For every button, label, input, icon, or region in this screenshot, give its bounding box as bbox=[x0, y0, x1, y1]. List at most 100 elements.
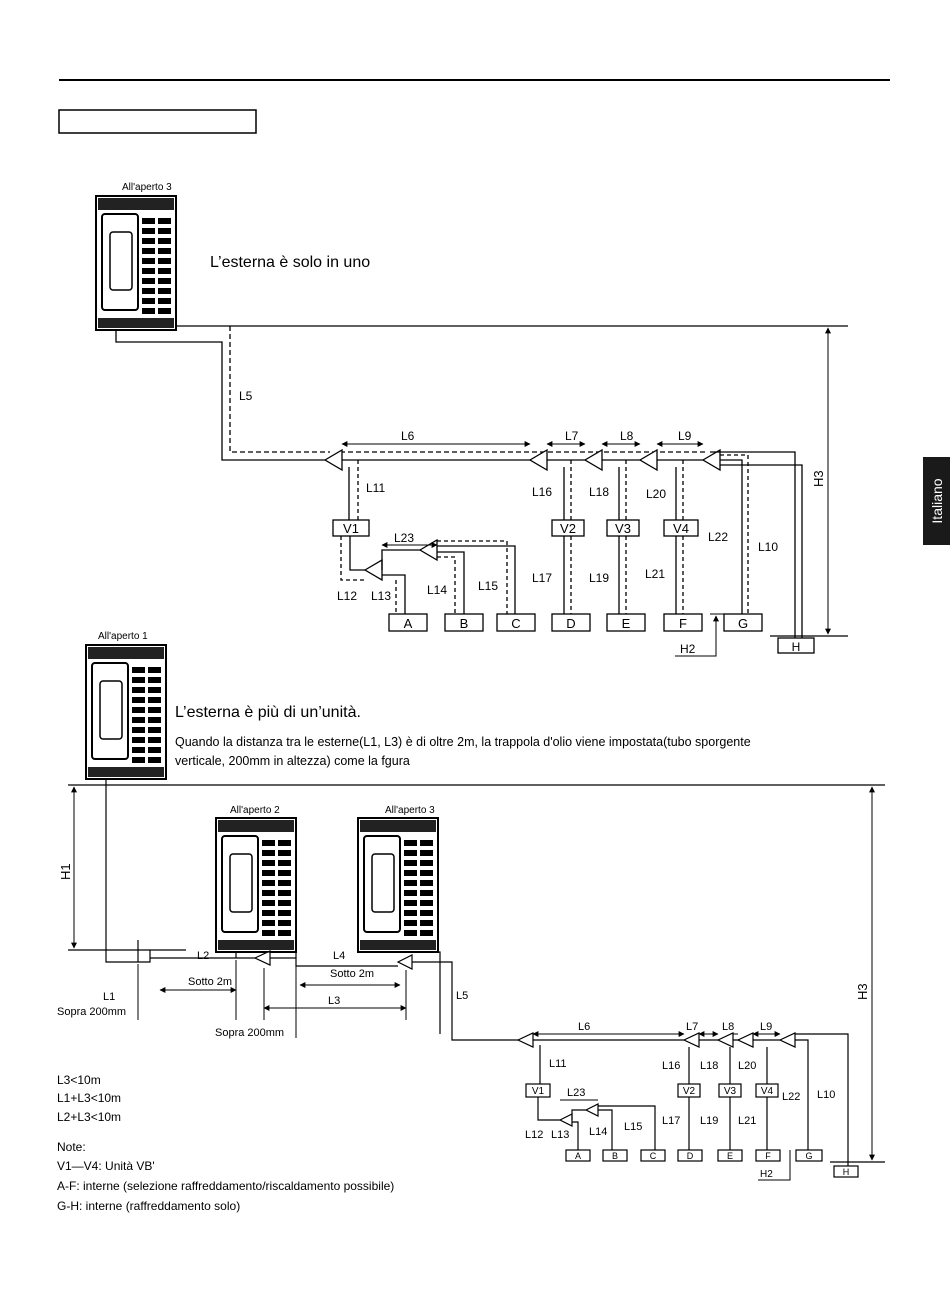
pipe-label-l15: L15 bbox=[624, 1121, 642, 1133]
indoor-label: E bbox=[622, 616, 631, 631]
vb-label: V4 bbox=[673, 521, 689, 536]
pipe-label-l23: L23 bbox=[394, 531, 414, 545]
indoor-label: E bbox=[727, 1151, 733, 1161]
pipe-label-l9: L9 bbox=[678, 429, 692, 443]
indoor-label: H bbox=[843, 1167, 850, 1177]
diagram2-note-line1: Quando la distanza tra le esterne(L1, L3… bbox=[175, 735, 751, 749]
pipe-label-l13: L13 bbox=[551, 1129, 569, 1141]
diagram1-caption: L’esterna è solo in uno bbox=[210, 254, 370, 271]
vb-box bbox=[663, 519, 699, 537]
vb-label: V3 bbox=[724, 1086, 737, 1097]
pipe-label-l8: L8 bbox=[722, 1021, 734, 1033]
pipe-label-l7: L7 bbox=[565, 429, 579, 443]
vb-box bbox=[606, 519, 640, 537]
outdoor-unit-1-label: All'aperto 1 bbox=[98, 631, 148, 642]
pipe-label-l19: L19 bbox=[700, 1115, 718, 1127]
indoor-label: D bbox=[687, 1151, 694, 1161]
vb-label: V4 bbox=[761, 1086, 774, 1097]
main-pipe bbox=[115, 330, 325, 461]
indoor-label: A bbox=[575, 1151, 581, 1161]
vb-label: V3 bbox=[615, 521, 631, 536]
pipe-label-l11: L11 bbox=[366, 481, 385, 495]
sotto-2m-1: Sotto 2m bbox=[188, 976, 232, 988]
outdoor-unit-2 bbox=[215, 817, 297, 953]
pipe-label-l14: L14 bbox=[427, 583, 447, 597]
branch-joint bbox=[528, 448, 548, 472]
condition: L1+L3<10m bbox=[57, 1091, 121, 1105]
l3-label: L3 bbox=[328, 995, 340, 1007]
note-line: V1—V4: Unità VB' bbox=[57, 1159, 155, 1173]
h2-label: H2 bbox=[760, 1169, 773, 1180]
indoor-label: B bbox=[612, 1151, 618, 1161]
language-tab-label: Italiano bbox=[928, 478, 945, 524]
pipe-label-l9: L9 bbox=[760, 1021, 772, 1033]
diagram2: All'aperto 1 L’esterna è più di un’unità… bbox=[57, 631, 885, 1181]
pipe-label-l22: L22 bbox=[708, 530, 728, 544]
outdoor-unit-1 bbox=[85, 644, 167, 780]
indoor-label: C bbox=[511, 616, 520, 631]
vb-box bbox=[332, 519, 370, 537]
pipe-label-l19: L19 bbox=[589, 571, 609, 585]
indoor-label: F bbox=[679, 616, 687, 631]
pipe-label-l22: L22 bbox=[782, 1091, 800, 1103]
pipe-label-l7: L7 bbox=[686, 1021, 698, 1033]
note-line: G-H: interne (raffreddamento solo) bbox=[57, 1199, 240, 1213]
pipe-label-l17: L17 bbox=[532, 571, 552, 585]
h1-label: H1 bbox=[58, 863, 73, 880]
indoor-box bbox=[496, 613, 536, 632]
indoor-label: C bbox=[650, 1151, 657, 1161]
branch-joint bbox=[638, 448, 658, 472]
branch-joint bbox=[701, 448, 721, 472]
diagram2-caption: L’esterna è più di un’unità. bbox=[175, 704, 361, 721]
vb-label: V2 bbox=[560, 521, 576, 536]
branch-joint bbox=[583, 448, 603, 472]
branch-joint bbox=[323, 448, 343, 472]
sotto-2m-2: Sotto 2m bbox=[330, 968, 374, 980]
pipe-label-l11: L11 bbox=[549, 1058, 567, 1070]
language-tab: Italiano bbox=[923, 457, 950, 545]
indoor-label: F bbox=[765, 1151, 771, 1161]
pipe-label-l16: L16 bbox=[662, 1060, 680, 1072]
indoor-box bbox=[388, 613, 428, 632]
pipe-label-l12: L12 bbox=[525, 1129, 543, 1141]
pipe-label-l21: L21 bbox=[738, 1115, 756, 1127]
h3-label: H3 bbox=[811, 470, 826, 487]
pipe-label-l20: L20 bbox=[646, 487, 666, 501]
header-box bbox=[58, 109, 257, 134]
l4-label: L4 bbox=[333, 950, 345, 962]
indoor-box bbox=[444, 613, 484, 632]
vb-label: V1 bbox=[343, 521, 359, 536]
main-pipe-dashed bbox=[229, 326, 330, 453]
h3-label: H3 bbox=[855, 983, 870, 1000]
note-line: A-F: interne (selezione raffreddamento/r… bbox=[57, 1179, 394, 1193]
l5-label: L5 bbox=[456, 990, 468, 1002]
vb-label: V2 bbox=[683, 1086, 696, 1097]
notes-title: Note: bbox=[57, 1140, 86, 1154]
l1-label: L1 bbox=[103, 991, 115, 1003]
pipe-label-l15: L15 bbox=[478, 579, 498, 593]
indoor-box bbox=[663, 613, 703, 632]
pipe-label-l18: L18 bbox=[589, 485, 609, 499]
diagram2-note-line2: verticale, 200mm in altezza) come la fgu… bbox=[175, 754, 410, 768]
indoor-label: B bbox=[460, 616, 469, 631]
indoor-label: D bbox=[566, 616, 575, 631]
diagram1: All'aperto 3 L’esterna è solo in uno H3 … bbox=[95, 182, 848, 657]
pipe-label-l20: L20 bbox=[738, 1060, 756, 1072]
branch-joint bbox=[363, 558, 383, 582]
pipe-label-l21: L21 bbox=[645, 567, 665, 581]
indoor-box bbox=[606, 613, 646, 632]
indoor-label: G bbox=[805, 1151, 812, 1161]
indoor-box bbox=[777, 637, 815, 654]
pipe-label-l6: L6 bbox=[578, 1021, 590, 1033]
condition: L3<10m bbox=[57, 1073, 101, 1087]
indoor-label: A bbox=[404, 616, 413, 631]
indoor-box bbox=[551, 613, 591, 632]
pipe-label-l12: L12 bbox=[337, 589, 357, 603]
pipe-label-l10: L10 bbox=[817, 1089, 835, 1101]
pipe-label-l5: L5 bbox=[239, 389, 253, 403]
outdoor-unit-label: All'aperto 3 bbox=[122, 182, 172, 193]
indoor-label: H bbox=[792, 640, 801, 654]
pipe-label-l16: L16 bbox=[532, 485, 552, 499]
outdoor-unit-2-label: All'aperto 2 bbox=[230, 805, 280, 816]
indoor-box bbox=[723, 613, 763, 632]
